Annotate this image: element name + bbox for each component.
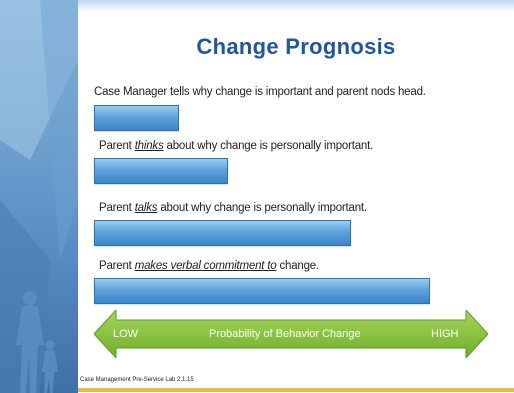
statement-emphasis: makes verbal commitment to [134, 260, 277, 272]
statement-suffix: about why change is personally important… [157, 202, 367, 214]
statement-suffix: change. [276, 260, 320, 272]
silhouette-graphic [0, 0, 78, 393]
level-bar-2 [94, 158, 228, 184]
statement-emphasis: talks [134, 202, 158, 214]
top-gradient-strip [78, 0, 514, 12]
slide-footer: Case Management Pre-Service Lab 2.1.15 [80, 377, 194, 383]
bottom-accent-rule [78, 388, 514, 392]
statement-prefix: Parent [99, 140, 135, 152]
decorative-side-panel [0, 0, 78, 393]
statement-line-3: Parent talks about why change is persona… [99, 202, 367, 214]
arrow-low-label: LOW [113, 328, 139, 340]
statement-suffix: about why change is personally important… [163, 140, 374, 152]
statement-line-4: Parent makes verbal commitment to change… [99, 260, 319, 272]
level-bar-3 [94, 220, 351, 246]
slide-title: Change Prognosis [196, 34, 396, 59]
statement-prefix: Parent [99, 202, 135, 214]
statement-emphasis: thinks [134, 140, 164, 152]
level-bar-4 [94, 278, 430, 304]
statement-text: Case Manager tells why change is importa… [94, 86, 426, 98]
statement-prefix: Parent [99, 260, 135, 272]
statement-line-2: Parent thinks about why change is person… [99, 140, 373, 152]
arrow-high-label: HIGH [431, 328, 459, 340]
level-bar-1 [94, 105, 179, 131]
arrow-center-label: Probability of Behavior Change [209, 328, 361, 340]
statement-line-1: Case Manager tells why change is importa… [94, 86, 426, 98]
probability-double-arrow [94, 310, 488, 358]
